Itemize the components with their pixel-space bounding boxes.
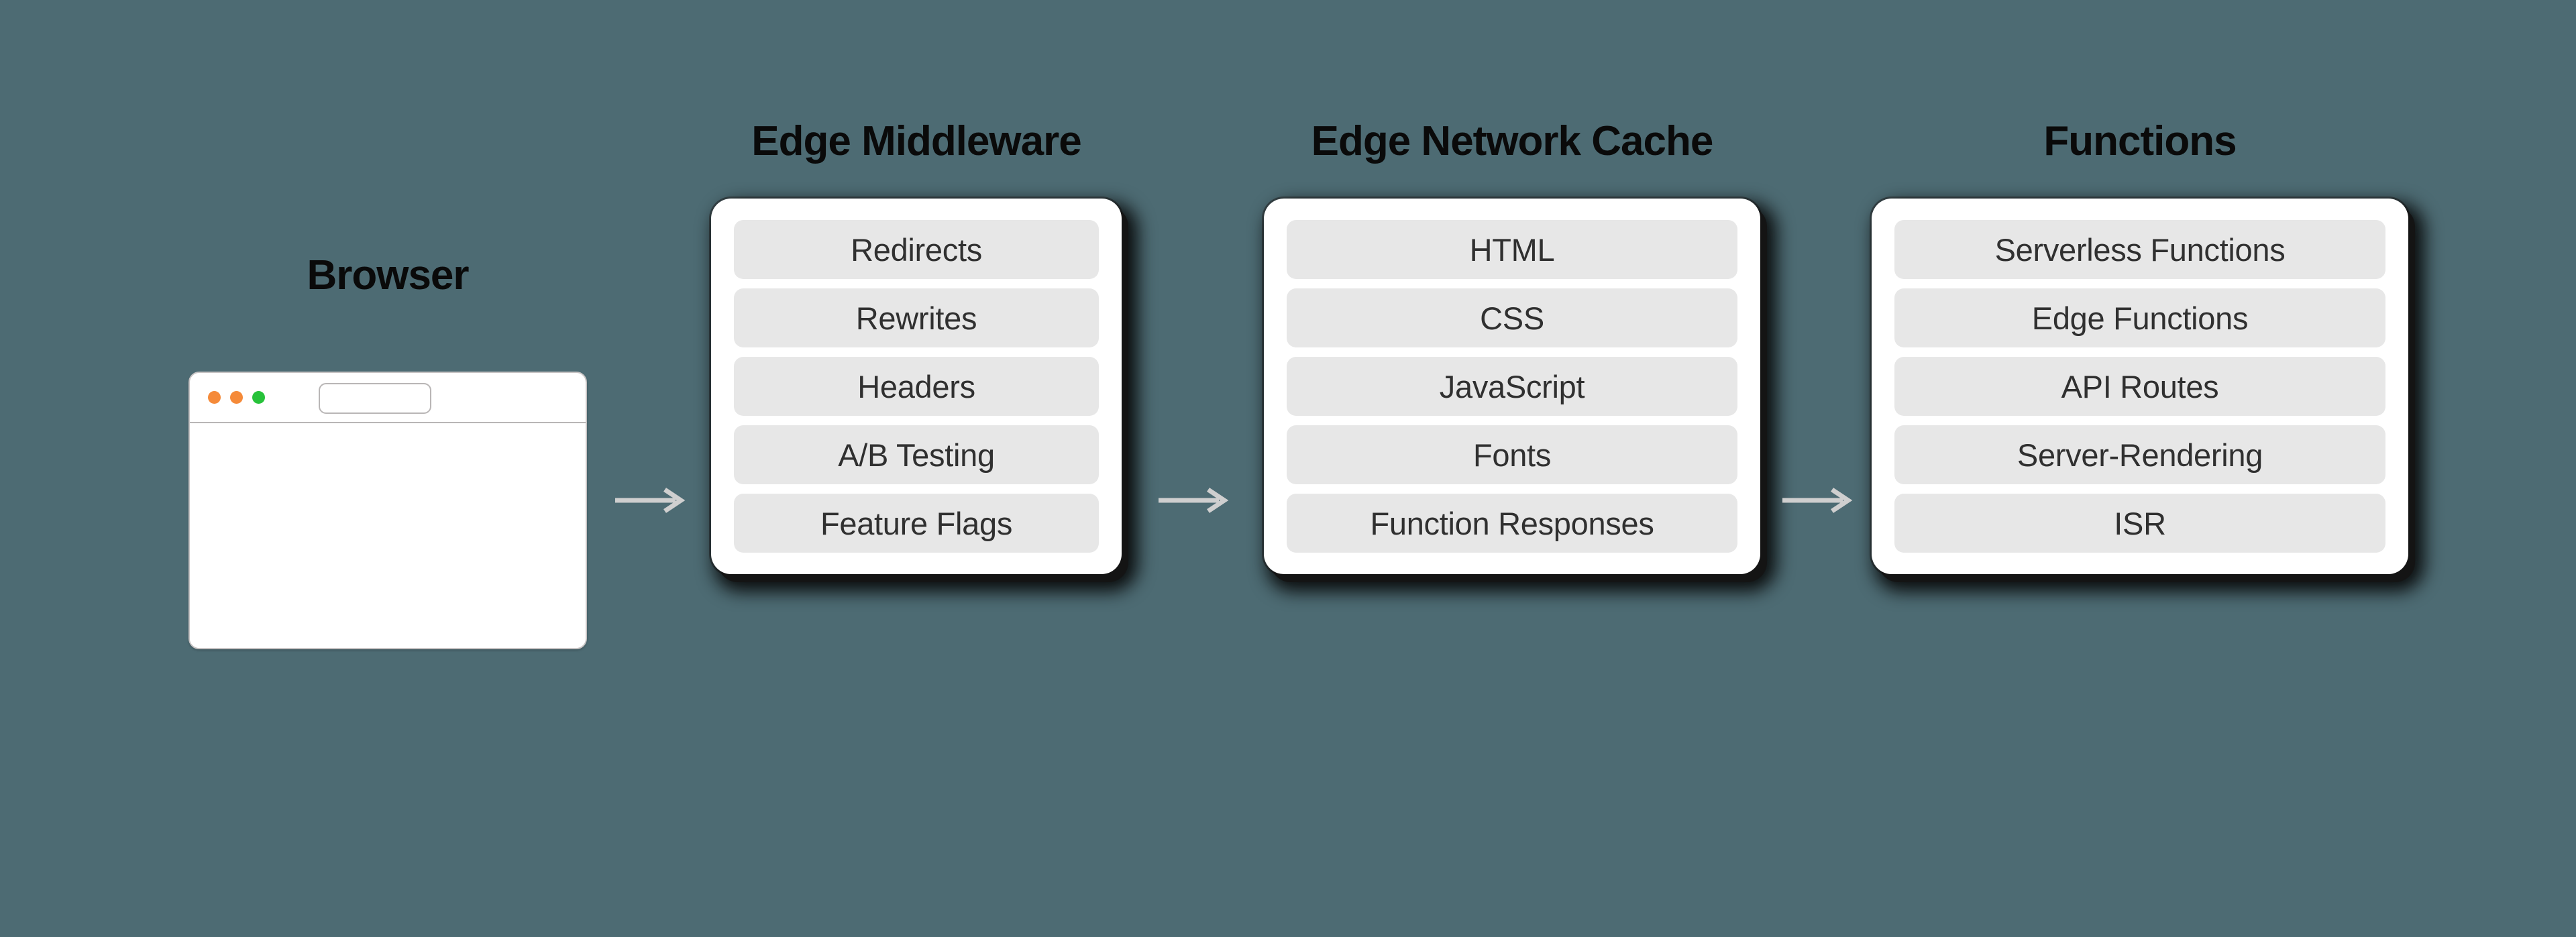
- stage-title-edge-network-cache: Edge Network Cache: [1311, 118, 1714, 164]
- dot-green-icon: [252, 391, 265, 404]
- stage-edge-middleware: Edge Middleware Redirects Rewrites Heade…: [711, 121, 1122, 574]
- list-item[interactable]: Edge Functions: [1894, 288, 2385, 347]
- browser-address-bar: [319, 383, 431, 414]
- browser-viewport: [190, 423, 586, 648]
- list-item[interactable]: Feature Flags: [734, 494, 1099, 553]
- arrow-middleware-to-cache-icon: [1157, 486, 1231, 515]
- list-item[interactable]: Headers: [734, 357, 1099, 416]
- list-item[interactable]: Function Responses: [1287, 494, 1737, 553]
- dot-orange-1-icon: [208, 391, 221, 404]
- list-item[interactable]: Fonts: [1287, 425, 1737, 484]
- stage-functions: Functions Serverless Functions Edge Func…: [1872, 121, 2408, 574]
- traffic-light-dots: [208, 391, 265, 404]
- card-edge-network-cache: HTML CSS JavaScript Fonts Function Respo…: [1264, 199, 1760, 574]
- browser-title: Browser: [307, 252, 469, 298]
- list-item[interactable]: CSS: [1287, 288, 1737, 347]
- arrow-cache-to-functions-icon: [1781, 486, 1855, 515]
- browser-window-illustration: [189, 372, 587, 649]
- list-item[interactable]: A/B Testing: [734, 425, 1099, 484]
- browser-chrome-bar: [190, 373, 586, 423]
- card-edge-middleware: Redirects Rewrites Headers A/B Testing F…: [711, 199, 1122, 574]
- list-item[interactable]: Server-Rendering: [1894, 425, 2385, 484]
- browser-stage: Browser: [165, 255, 610, 649]
- stage-title-edge-middleware: Edge Middleware: [751, 118, 1081, 164]
- list-item[interactable]: JavaScript: [1287, 357, 1737, 416]
- dot-orange-2-icon: [230, 391, 243, 404]
- list-item[interactable]: Serverless Functions: [1894, 220, 2385, 279]
- list-item[interactable]: Redirects: [734, 220, 1099, 279]
- list-item[interactable]: HTML: [1287, 220, 1737, 279]
- card-functions: Serverless Functions Edge Functions API …: [1872, 199, 2408, 574]
- list-item[interactable]: Rewrites: [734, 288, 1099, 347]
- list-item[interactable]: ISR: [1894, 494, 2385, 553]
- stage-title-functions: Functions: [2043, 118, 2237, 164]
- arrow-browser-to-middleware-icon: [614, 486, 688, 515]
- stage-edge-network-cache: Edge Network Cache HTML CSS JavaScript F…: [1264, 121, 1760, 574]
- list-item[interactable]: API Routes: [1894, 357, 2385, 416]
